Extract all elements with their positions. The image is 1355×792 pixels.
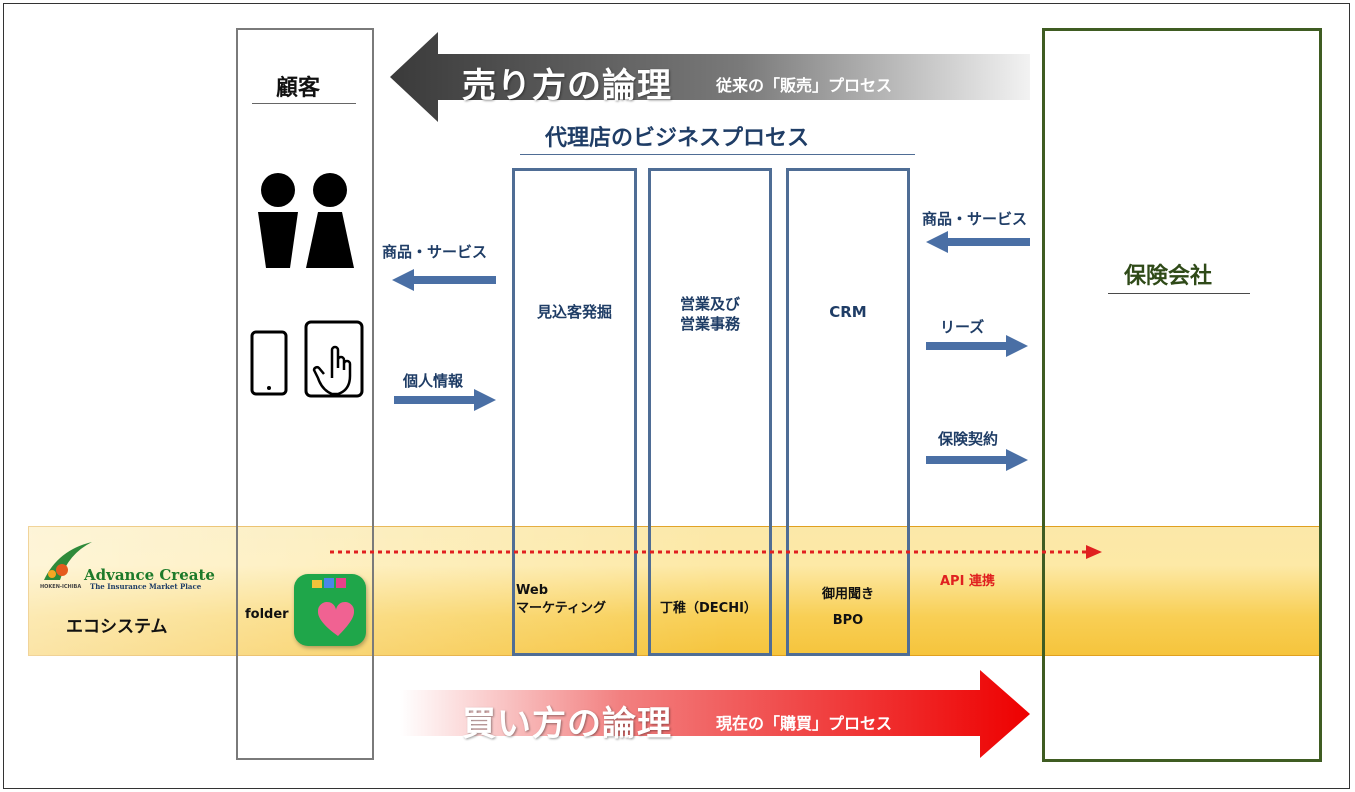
- advance-create-logo-icon: [44, 542, 92, 580]
- right-goods-label: 商品・サービス: [922, 210, 1028, 228]
- right-goods-arrow: [926, 231, 1030, 253]
- buy-logic-subtitle: 現在の「購買」プロセス: [716, 714, 893, 733]
- people-icon: [258, 173, 354, 268]
- buy-logic-arrow: [400, 670, 1030, 758]
- outer-frame: [3, 3, 1350, 789]
- ecosystem-web-marketing: Web マーケティング: [516, 583, 606, 616]
- agency-title: 代理店のビジネスプロセス: [545, 126, 810, 151]
- agency-title-underline: [520, 154, 915, 155]
- advance-create-logo-text: Advance Create: [84, 566, 215, 584]
- left-goods-label: 商品・サービス: [382, 243, 488, 261]
- right-lease-label: リーズ: [940, 318, 985, 336]
- sell-logic-subtitle: 従来の「販売」プロセス: [716, 76, 893, 95]
- folder-app-icon: [294, 574, 366, 646]
- process-box-prospecting: [512, 168, 637, 656]
- process-label-sales: 営業及び 営業事務: [679, 295, 740, 333]
- right-contract-arrow: [926, 449, 1028, 471]
- api-link-label: API 連携: [940, 574, 995, 589]
- ecosystem-goyoukiki: 御用聞き: [821, 587, 874, 602]
- right-contract-label: 保険契約: [938, 430, 999, 448]
- heart-icon: [308, 578, 356, 638]
- api-link-arrow: [330, 545, 1102, 559]
- buy-logic-title: 買い方の論理: [462, 704, 672, 744]
- insurer-title: 保険会社: [1124, 264, 1213, 289]
- left-personal-arrow: [394, 389, 496, 411]
- ecosystem-band-highlight: [28, 526, 728, 656]
- ecosystem-dechi: 丁稚（DECHI）: [660, 601, 757, 616]
- sell-logic-title: 売り方の論理: [462, 66, 672, 106]
- right-lease-arrow: [926, 335, 1028, 357]
- process-label-prospecting: 見込客発掘: [536, 303, 612, 321]
- advance-create-tagline: The Insurance Market Place: [90, 582, 202, 591]
- ecosystem-bpo: BPO: [832, 613, 864, 628]
- ecosystem-label: エコシステム: [66, 617, 168, 637]
- sell-logic-arrow: [390, 32, 1030, 122]
- advance-create-small: HOKEN-ICHIBA: [40, 584, 82, 590]
- customer-title: 顧客: [276, 76, 321, 101]
- customer-column: [236, 28, 374, 760]
- left-goods-arrow: [392, 269, 496, 291]
- process-box-crm: [786, 168, 910, 656]
- insurer-title-underline: [1108, 293, 1250, 294]
- left-personal-label: 個人情報: [403, 372, 464, 390]
- process-label-crm: CRM: [829, 303, 867, 321]
- process-box-sales: [648, 168, 772, 656]
- folder-label: folder: [245, 607, 289, 622]
- devices-icon: [250, 320, 364, 398]
- insurer-column: [1042, 28, 1322, 762]
- customer-title-underline: [252, 103, 356, 104]
